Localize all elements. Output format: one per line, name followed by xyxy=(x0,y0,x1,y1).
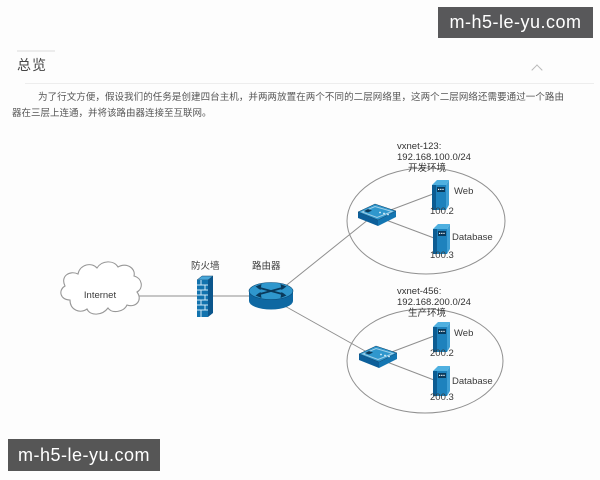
router-icon xyxy=(248,282,294,310)
section-divider xyxy=(25,83,594,84)
prod-network-environment: 生产环境 xyxy=(408,308,447,319)
dev-network-cidr: 192.168.100.0/24 xyxy=(397,152,471,163)
prod-web-server-icon xyxy=(433,322,450,352)
prod-database-label: Database xyxy=(452,376,493,387)
watermark-top: m-h5-le-yu.com xyxy=(438,7,593,38)
dev-web-server-icon xyxy=(432,180,449,210)
cloud-icon xyxy=(60,261,142,315)
link-prodswitch-db xyxy=(386,361,435,381)
dev-switch-icon xyxy=(357,203,397,226)
firewall-icon xyxy=(196,275,214,317)
prod-database-server-icon xyxy=(433,366,450,396)
dev-database-label: Database xyxy=(452,232,493,243)
prod-network-ellipse xyxy=(346,308,504,414)
prod-web-label: Web xyxy=(454,328,474,339)
prod-network-cidr: 192.168.200.0/24 xyxy=(397,297,471,308)
dev-database-ip: 100.3 xyxy=(430,250,454,261)
page-title: 总览 xyxy=(17,57,47,73)
link-router-prod-switch xyxy=(282,304,375,357)
title-tick-line xyxy=(17,50,55,52)
prod-web-ip: 200.2 xyxy=(430,348,454,359)
link-devswitch-db xyxy=(385,219,435,239)
prod-switch-icon xyxy=(358,345,398,368)
dev-network-name: vxnet-123: xyxy=(397,141,442,152)
dev-web-ip: 100.2 xyxy=(430,206,454,217)
watermark-bottom: m-h5-le-yu.com xyxy=(8,439,160,471)
prod-network-name: vxnet-456: xyxy=(397,286,442,297)
dev-web-label: Web xyxy=(454,186,474,197)
dev-network-ellipse xyxy=(346,167,506,275)
router-label: 路由器 xyxy=(252,261,281,272)
link-router-dev-switch xyxy=(282,214,375,289)
intro-paragraph: 为了行文方便，假设我们的任务是创建四台主机，并两两放置在两个不同的二层网络里，这… xyxy=(12,92,564,119)
link-devswitch-web xyxy=(387,193,434,212)
prod-database-ip: 200.3 xyxy=(430,392,454,403)
dev-network-environment: 开发环境 xyxy=(408,163,447,174)
dev-database-server-icon xyxy=(433,224,450,254)
firewall-label: 防火墙 xyxy=(191,261,220,272)
link-prodswitch-web xyxy=(388,335,435,354)
internet-label: Internet xyxy=(83,290,117,301)
